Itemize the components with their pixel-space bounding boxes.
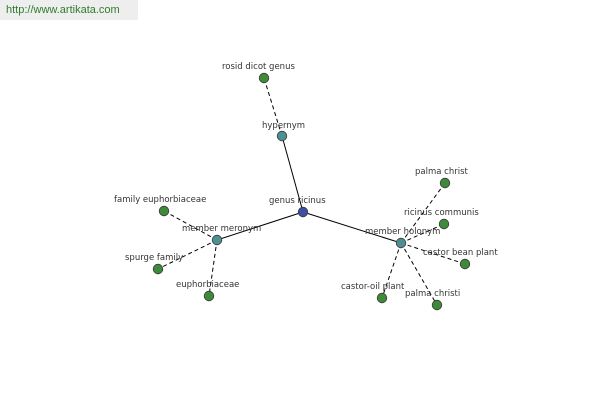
label-rosid-dicot-genus: rosid dicot genus: [222, 62, 295, 72]
node-palma-christ[interactable]: [439, 177, 451, 189]
watermark-background: [0, 0, 138, 20]
edge-hypernym-rosid: [263, 77, 283, 137]
node-family-euphorbiaceae[interactable]: [158, 205, 170, 217]
edge-holonym-castorOil: [381, 242, 402, 299]
graph-nodes: [152, 72, 471, 311]
label-euphorbiaceae: euphorbiaceae: [176, 280, 239, 290]
edge-holonym-palmaChrist: [400, 182, 446, 244]
edge-meronym-euph: [208, 239, 218, 297]
edge-meronym-famEuph: [163, 210, 218, 241]
edge-center-hypernym: [281, 135, 304, 213]
node-euphorbiaceae[interactable]: [203, 290, 215, 302]
label-palma-christ: palma christ: [415, 167, 469, 177]
label-spurge-family: spurge family: [125, 253, 183, 263]
label-castor-bean-plant: castor bean plant: [423, 248, 498, 258]
edge-holonym-palmaChristi: [400, 242, 438, 306]
label-family-euphorbiaceae: family euphorbiaceae: [114, 195, 206, 205]
label-palma-christi: palma christi: [405, 289, 460, 299]
label-castor-oil-plant: castor-oil plant: [341, 282, 405, 292]
label-genus-ricinus: genus ricinus: [269, 196, 326, 206]
node-castor-bean-plant[interactable]: [459, 258, 471, 270]
edge-meronym-spurge: [157, 239, 218, 270]
node-member-meronym[interactable]: [211, 234, 223, 246]
label-ricinus-communis: ricinus communis: [404, 208, 479, 218]
graph-labels: genus ricinus hypernym member meronym membe…: [114, 62, 498, 299]
watermark-link[interactable]: http://www.artikata.com: [6, 4, 120, 16]
node-hypernym[interactable]: [276, 130, 288, 142]
edge-holonym-castorBean: [400, 242, 466, 265]
edge-holonym-ricComm: [400, 223, 445, 244]
node-genus-ricinus[interactable]: [297, 206, 309, 218]
node-spurge-family[interactable]: [152, 263, 164, 275]
node-palma-christi[interactable]: [431, 299, 443, 311]
graph-edges: [157, 77, 466, 306]
edge-center-holonym: [302, 211, 402, 244]
node-rosid-dicot-genus[interactable]: [258, 72, 270, 84]
node-member-holonym[interactable]: [395, 237, 407, 249]
label-hypernym: hypernym: [262, 121, 305, 131]
label-member-meronym: member meronym: [182, 224, 261, 234]
edge-center-meronym: [216, 211, 304, 241]
node-ricinus-communis[interactable]: [438, 218, 450, 230]
label-member-holonym: member holonym: [365, 227, 440, 237]
node-castor-oil-plant[interactable]: [376, 292, 388, 304]
